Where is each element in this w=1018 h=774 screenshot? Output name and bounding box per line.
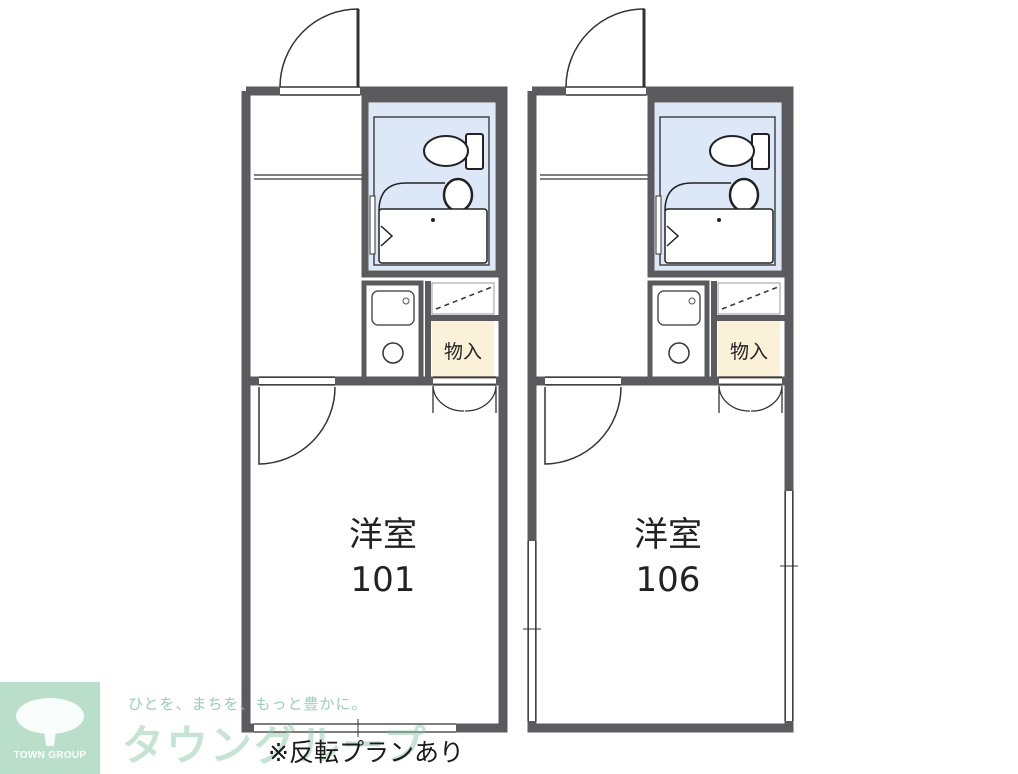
room-type-label: 洋室	[634, 515, 702, 555]
brand-tagline: ひとを、まちを、もっと豊かに。	[128, 695, 368, 713]
logo-text: TOWN GROUP	[13, 750, 87, 761]
reverse-plan-note: ※反転プランあり	[268, 738, 464, 767]
storage-label: 物入	[444, 341, 482, 363]
brand-name: タウングループ	[122, 721, 428, 770]
storage-label: 物入	[730, 341, 768, 363]
room-type-label: 洋室	[349, 515, 417, 555]
tree-icon	[16, 698, 84, 746]
unit-106: 洋室 106 物入	[523, 9, 798, 733]
room-number-label: 101	[351, 560, 416, 600]
unit-101: 洋室 101 物入	[246, 9, 503, 737]
room-number-label: 106	[636, 560, 701, 600]
